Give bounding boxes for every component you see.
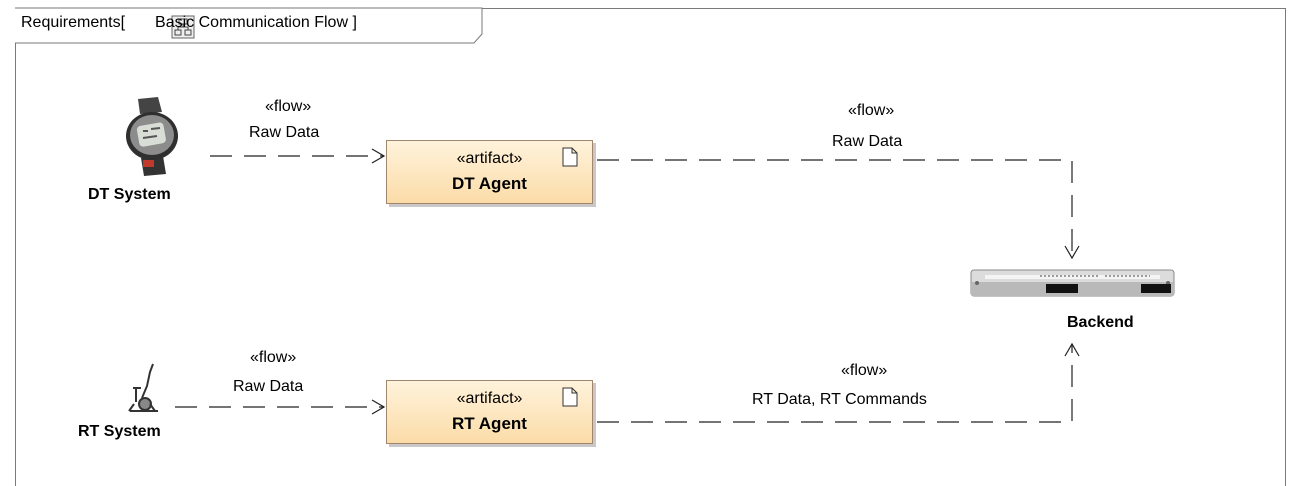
- frame-title-label: Basic Communication Flow: [155, 14, 348, 31]
- rt-agent-name: RT Agent: [452, 414, 527, 433]
- flow-dt-to-agent-stereotype: «flow»: [265, 98, 312, 115]
- arrowhead-backend-bottom: [1064, 342, 1080, 357]
- backend-label: Backend: [1067, 314, 1134, 331]
- flow-dt-agent-to-backend-label: Raw Data: [832, 133, 903, 150]
- diagram-frame: [15, 8, 1286, 486]
- flow-line-rt-agent-to-backend[interactable]: [597, 344, 1073, 423]
- frame-kind-label: Requirements[: [21, 14, 126, 31]
- frame-suffix-label: ]: [352, 14, 357, 31]
- exercise-bike-icon[interactable]: [128, 363, 158, 412]
- arrowhead-backend-top: [1064, 245, 1080, 260]
- flow-rt-agent-to-backend-label: RT Data, RT Commands: [752, 391, 927, 408]
- rt-agent-stereotype: «artifact»: [456, 390, 523, 407]
- dt-agent-artifact[interactable]: «artifact» DT Agent: [386, 140, 593, 204]
- rt-system-label: RT System: [78, 423, 161, 440]
- flow-rt-to-agent-label: Raw Data: [233, 378, 304, 395]
- wrist-watch-icon[interactable]: [126, 97, 178, 176]
- dt-agent-stereotype: «artifact»: [456, 150, 523, 167]
- dt-agent-name: DT Agent: [452, 174, 527, 193]
- document-icon: [562, 387, 578, 407]
- flow-rt-to-agent-stereotype: «flow»: [250, 349, 297, 366]
- frame-title: Requirements[ Basic Communication Flow ]: [21, 14, 357, 32]
- flow-dt-to-agent-label: Raw Data: [249, 124, 320, 141]
- diagram-icon: [171, 15, 195, 39]
- rack-server-icon[interactable]: [970, 269, 1175, 297]
- arrowhead-rt-agent: [371, 399, 386, 415]
- document-icon: [562, 147, 578, 167]
- flow-rt-agent-to-backend-stereotype: «flow»: [841, 362, 888, 379]
- arrowhead-dt-agent: [371, 148, 386, 164]
- rt-agent-artifact[interactable]: «artifact» RT Agent: [386, 380, 593, 444]
- frame-tab: [15, 7, 483, 44]
- flow-dt-agent-to-backend-stereotype: «flow»: [848, 102, 895, 119]
- flow-line-dt-agent-to-backend[interactable]: [597, 159, 1073, 258]
- dt-system-label: DT System: [88, 186, 171, 203]
